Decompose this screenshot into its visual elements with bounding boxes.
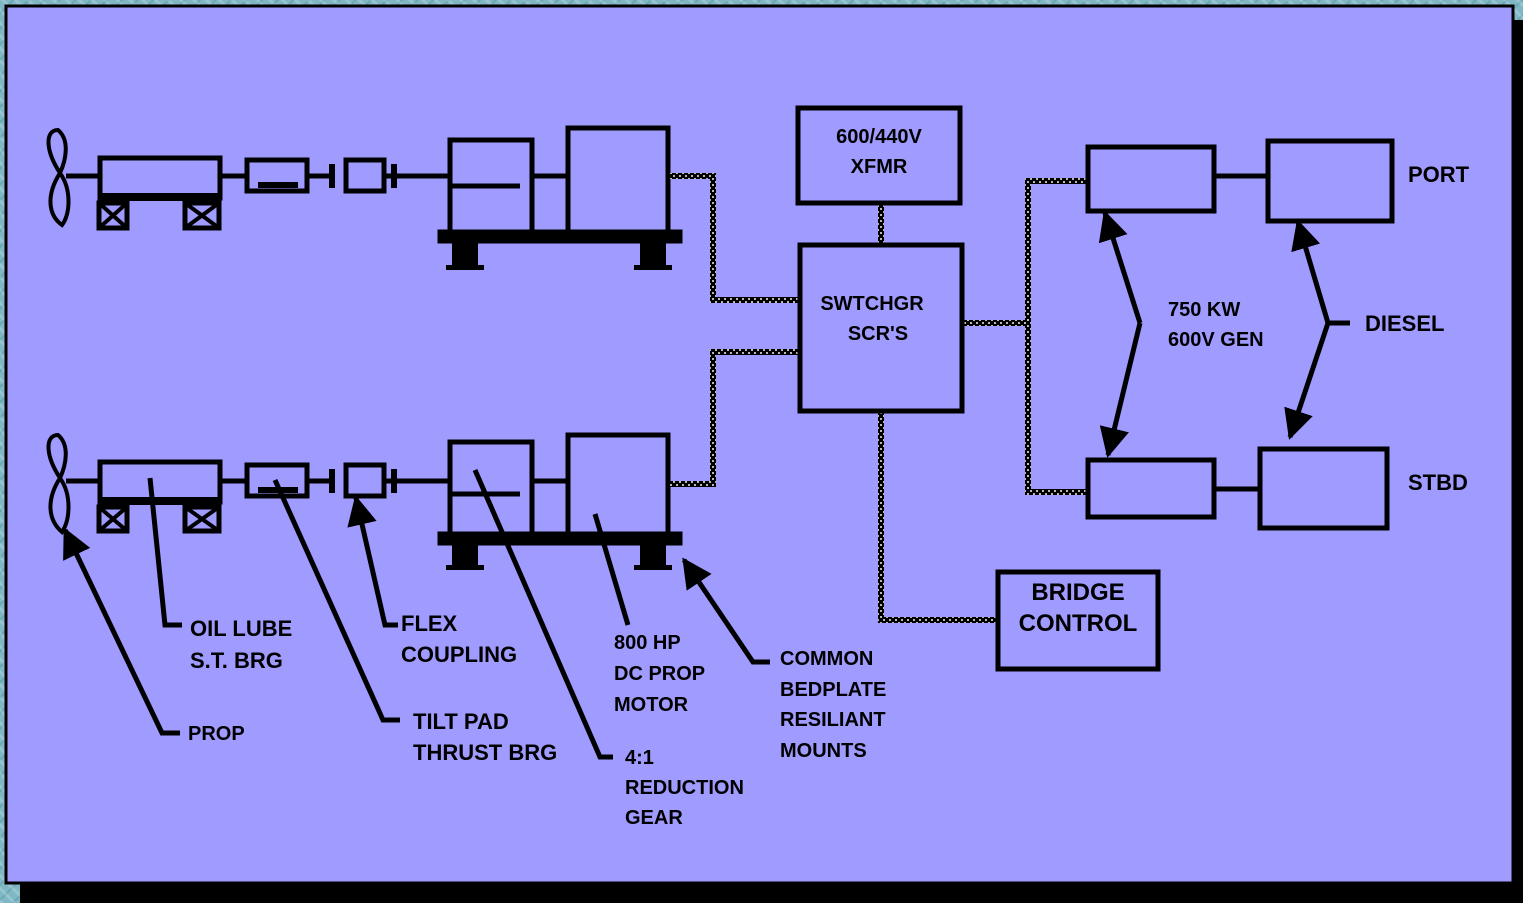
tube-support-left: [96, 200, 130, 231]
reduction-leader: [472, 469, 613, 760]
prop-label: PROP: [188, 723, 245, 745]
cable-bottom-motor: [670, 349, 800, 487]
bridge-label-2: CONTROL: [1019, 610, 1138, 637]
mounts-arrow: [681, 557, 770, 665]
power-cables: [670, 173, 1088, 623]
propeller-icon: [46, 432, 71, 535]
resilient-mount: [452, 543, 478, 567]
xfmr-label-2: XFMR: [851, 156, 908, 178]
xfmr-label-1: 600/440V: [836, 126, 922, 148]
tube-support-right: [182, 504, 222, 534]
top-shaft-line: [46, 125, 683, 270]
motor-leader: [592, 513, 631, 626]
tilt-pad-label-1: TILT PAD: [413, 709, 509, 734]
mounts-label-3: RESILIANT: [780, 709, 886, 731]
switchgear-label-2: SCR'S: [848, 323, 908, 345]
reduction-label-2: REDUCTION: [625, 777, 744, 799]
diagram-panel: [4, 4, 1515, 885]
gen-label-2: 600V GEN: [1168, 329, 1264, 351]
mounts-label-2: BEDPLATE: [780, 679, 886, 701]
resilient-mount: [452, 241, 478, 267]
tilt-pad-label-2: THRUST BRG: [413, 740, 557, 765]
mounts-label-1: COMMON: [780, 648, 873, 670]
motor-label-1: 800 HP: [614, 632, 681, 654]
common-bedplate: [437, 229, 683, 244]
port-label: PORT: [1408, 162, 1470, 187]
gen-label-1: 750 KW: [1168, 299, 1240, 321]
bridge-control-box: [995, 569, 1161, 672]
flex-label-1: FLEX: [401, 611, 458, 636]
common-bedplate: [437, 531, 683, 546]
generator-port: [1085, 144, 1217, 214]
resilient-mount: [640, 543, 666, 567]
tube-support-left: [96, 504, 130, 534]
cable-gen-port: [1025, 178, 1088, 495]
transformer-box: [795, 105, 963, 206]
diesel-arrow-stbd: [1284, 322, 1331, 440]
stbd-label: STBD: [1408, 470, 1468, 495]
reduction-label-3: GEAR: [625, 807, 683, 829]
motor-label-3: MOTOR: [614, 694, 689, 716]
oil-lube-label-2: S.T. BRG: [190, 648, 283, 673]
gen-arrow-port: [1098, 210, 1143, 324]
switchgear-label-1: SWTCHGR: [820, 293, 924, 315]
diesel-label: DIESEL: [1365, 311, 1444, 336]
cable-bridge: [878, 412, 998, 623]
resilient-mount: [640, 241, 666, 267]
tilt-pad-leader: [272, 478, 400, 723]
switchgear-box: [797, 242, 965, 414]
tube-support-right: [182, 200, 222, 231]
diesel-arrow-port: [1291, 219, 1331, 324]
oil-lube-label-1: OIL LUBE: [190, 616, 292, 641]
reduction-label-1: 4:1: [625, 747, 654, 769]
cable-top-motor: [670, 173, 800, 303]
motor-label-2: DC PROP: [614, 663, 705, 685]
bridge-label-1: BRIDGE: [1031, 579, 1124, 606]
propeller-icon: [46, 127, 71, 228]
callout-arrows: [62, 210, 1350, 760]
flex-label-2: COUPLING: [401, 642, 517, 667]
gen-arrow-stbd: [1099, 322, 1143, 458]
oil-lube-leader: [147, 477, 182, 628]
prop-arrow: [62, 527, 180, 736]
mounts-label-4: MOUNTS: [780, 740, 867, 762]
flex-arrow: [347, 495, 398, 628]
diesel-port: [1265, 138, 1395, 224]
